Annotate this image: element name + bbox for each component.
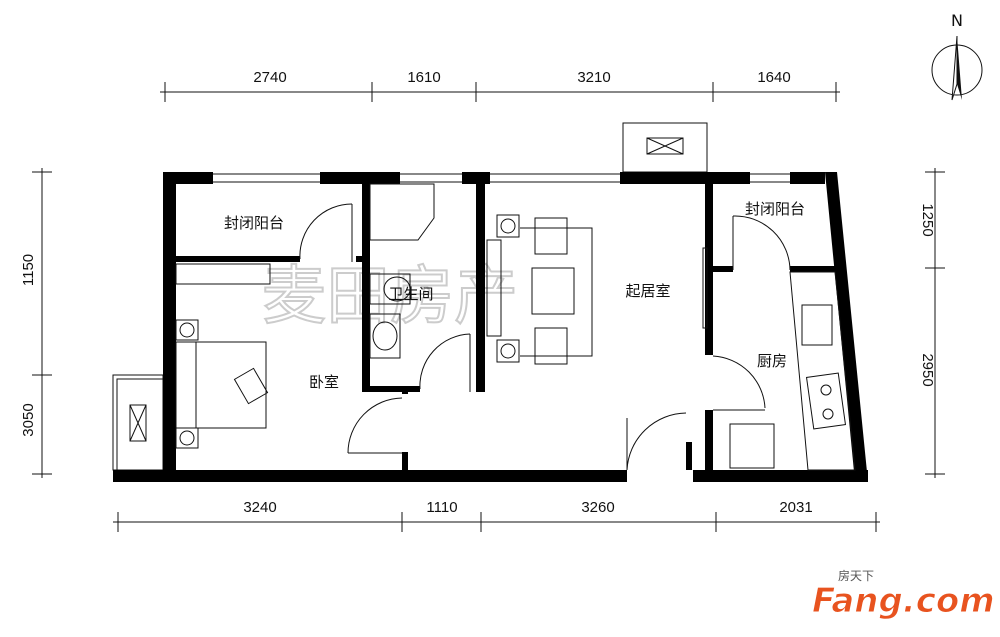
dim-bottom-2: 1110 bbox=[426, 499, 457, 516]
doors bbox=[299, 203, 791, 471]
dim-right-1: 1250 bbox=[919, 203, 936, 236]
dim-top-3: 3210 bbox=[577, 69, 610, 86]
dim-bottom-4: 2031 bbox=[779, 499, 812, 516]
room-label-living-room: 起居室 bbox=[625, 282, 670, 300]
dimension-lines bbox=[32, 82, 945, 532]
dim-bottom-3: 3260 bbox=[581, 499, 614, 516]
furniture bbox=[175, 183, 856, 471]
windows bbox=[213, 173, 790, 183]
logo-brand: Fang.com bbox=[812, 581, 995, 621]
compass-icon bbox=[931, 35, 983, 101]
dim-left-1: 1150 bbox=[20, 254, 37, 286]
room-label-balcony-right: 封闭阳台 bbox=[745, 200, 805, 218]
room-label-kitchen: 厨房 bbox=[757, 352, 787, 370]
dim-left-2: 3050 bbox=[20, 403, 37, 436]
dim-right-2: 2950 bbox=[919, 353, 936, 386]
dim-top-1: 2740 bbox=[253, 69, 286, 86]
logo-cn: 房天下 bbox=[838, 568, 874, 583]
dim-top-4: 1640 bbox=[757, 69, 790, 86]
dim-top-2: 1610 bbox=[407, 69, 440, 86]
dim-bottom-1: 3240 bbox=[243, 499, 276, 516]
room-label-bedroom: 卧室 bbox=[309, 373, 339, 391]
walls bbox=[113, 172, 868, 482]
compass-north-label: N bbox=[951, 11, 963, 30]
room-label-bathroom: 卫生间 bbox=[388, 285, 433, 303]
room-label-balcony-left: 封闭阳台 bbox=[224, 214, 284, 232]
